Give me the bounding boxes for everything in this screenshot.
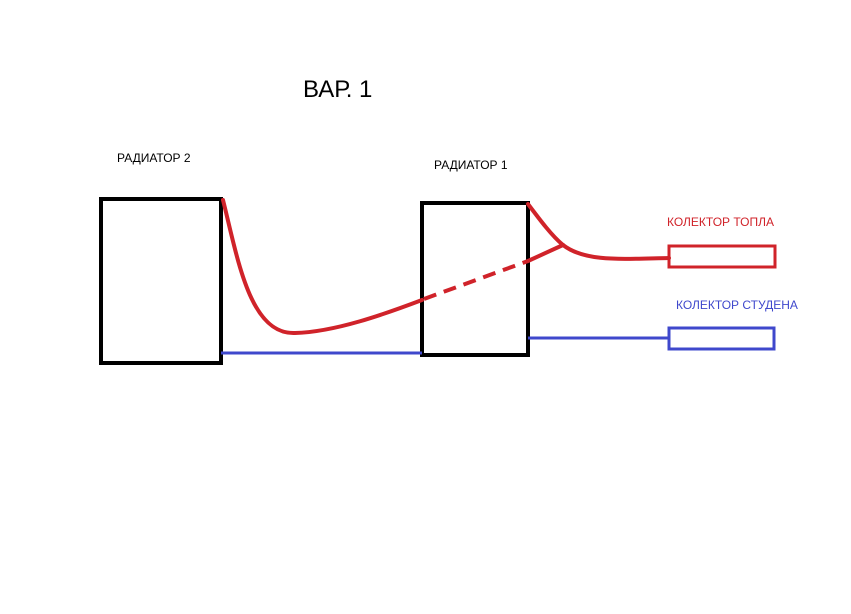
cold-manifold-label: КОЛЕКТОР СТУДЕНА [676, 298, 798, 312]
hot-pipe-to-radiator-2 [221, 198, 424, 336]
hot-pipe-radiator-1-branch [526, 202, 565, 247]
radiator-2-box [99, 197, 223, 365]
hot-manifold-box [667, 244, 777, 269]
radiator-1-box [420, 201, 530, 357]
diagram-title: ВАР. 1 [303, 76, 373, 103]
hot-pipe-to-junction [526, 243, 565, 263]
hot-pipe-hidden-section [423, 259, 529, 301]
radiator-1-label: РАДИАТОР 1 [434, 158, 508, 172]
radiator-2-label: РАДИАТОР 2 [117, 151, 191, 165]
hot-manifold-label: КОЛЕКТОР ТОПЛА [667, 215, 775, 229]
cold-manifold-box [667, 326, 776, 351]
hot-pipe-junction-to-manifold [561, 243, 671, 261]
